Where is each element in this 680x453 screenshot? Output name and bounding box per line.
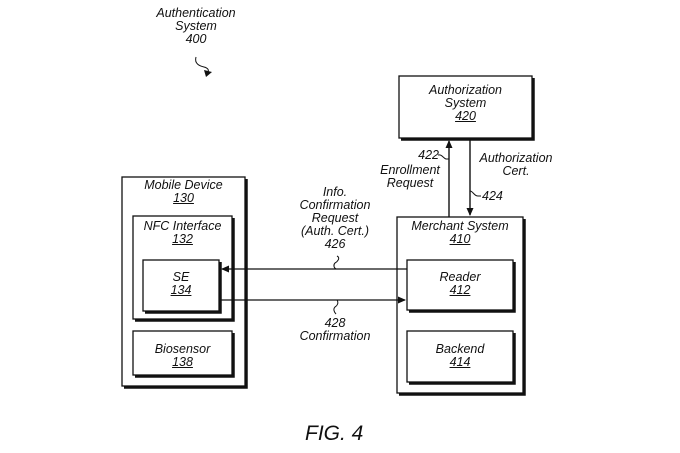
se-name: SE (172, 270, 190, 284)
authorization-cert-text-1: Authorization (479, 151, 553, 165)
authorization-system-name-1: Authorization (429, 83, 502, 97)
reader-name: Reader (439, 270, 481, 284)
info-confirmation-request-number: 426 (324, 237, 346, 251)
backend-name: Backend (435, 342, 485, 356)
backend-number: 414 (449, 355, 471, 369)
leader-400 (195, 56, 209, 73)
authorization-system-name-2: System (444, 96, 487, 110)
authorization-system-label: Authorization System 420 (400, 84, 531, 123)
merchant-system-number: 410 (449, 232, 471, 246)
authentication-system-name-2: System (175, 19, 217, 33)
confirmation-label: 428 Confirmation (280, 317, 390, 343)
merchant-system-box (396, 216, 526, 396)
backend-box (406, 330, 516, 385)
se-box (142, 259, 222, 314)
nfc-interface-label: NFC Interface 132 (134, 220, 231, 246)
leader-400-head (204, 70, 212, 77)
confirmation-number: 428 (324, 316, 346, 330)
authorization-cert-label: Authorization Cert. (473, 152, 559, 178)
authorization-cert-number: 424 (482, 189, 503, 203)
info-confirmation-request-text-1: Info. (322, 185, 348, 199)
merchant-system-label: Merchant System 410 (398, 220, 522, 246)
figure-caption: FIG. 4 (305, 422, 364, 445)
reader-number: 412 (449, 283, 471, 297)
authorization-cert-text-2: Cert. (502, 164, 530, 178)
leader-422 (437, 154, 449, 160)
mobile-device-label: Mobile Device 130 (123, 179, 244, 205)
se-number: 134 (170, 283, 192, 297)
se-label: SE 134 (144, 271, 218, 297)
leader-428 (333, 299, 339, 315)
biosensor-label: Biosensor 138 (134, 343, 231, 369)
leader-426 (333, 255, 340, 270)
authentication-system-number: 400 (185, 32, 207, 46)
info-confirmation-request-text-4: (Auth. Cert.) (300, 224, 370, 238)
biosensor-number: 138 (172, 355, 193, 369)
enrollment-request-text-1: Enrollment (380, 163, 440, 177)
nfc-interface-number: 132 (172, 232, 193, 246)
backend-label: Backend 414 (408, 343, 512, 369)
authentication-system-name-1: Authentication (156, 6, 236, 20)
authorization-system-number: 420 (455, 109, 476, 123)
mobile-device-name: Mobile Device (144, 178, 223, 192)
nfc-interface-box (132, 215, 235, 322)
info-confirmation-request-text-2: Confirmation (299, 198, 371, 212)
mobile-device-box (121, 176, 248, 389)
mobile-device-number: 130 (173, 191, 194, 205)
info-confirmation-request-text-3: Request (311, 211, 359, 225)
reader-label: Reader 412 (408, 271, 512, 297)
biosensor-box (132, 330, 235, 378)
biosensor-name: Biosensor (154, 342, 211, 356)
enrollment-request-text-2: Request (386, 176, 434, 190)
reader-box (406, 259, 516, 313)
enrollment-request-number: 422 (418, 148, 439, 162)
authentication-system-label: Authentication System 400 (146, 7, 246, 46)
authorization-system-box (398, 75, 535, 141)
merchant-system-name: Merchant System (411, 219, 509, 233)
nfc-interface-name: NFC Interface (143, 219, 222, 233)
info-confirmation-request-label: Info. Confirmation Request (Auth. Cert.)… (280, 186, 390, 251)
confirmation-text: Confirmation (299, 329, 371, 343)
leader-424 (469, 190, 481, 197)
enrollment-request-label: Enrollment Request (370, 164, 450, 190)
